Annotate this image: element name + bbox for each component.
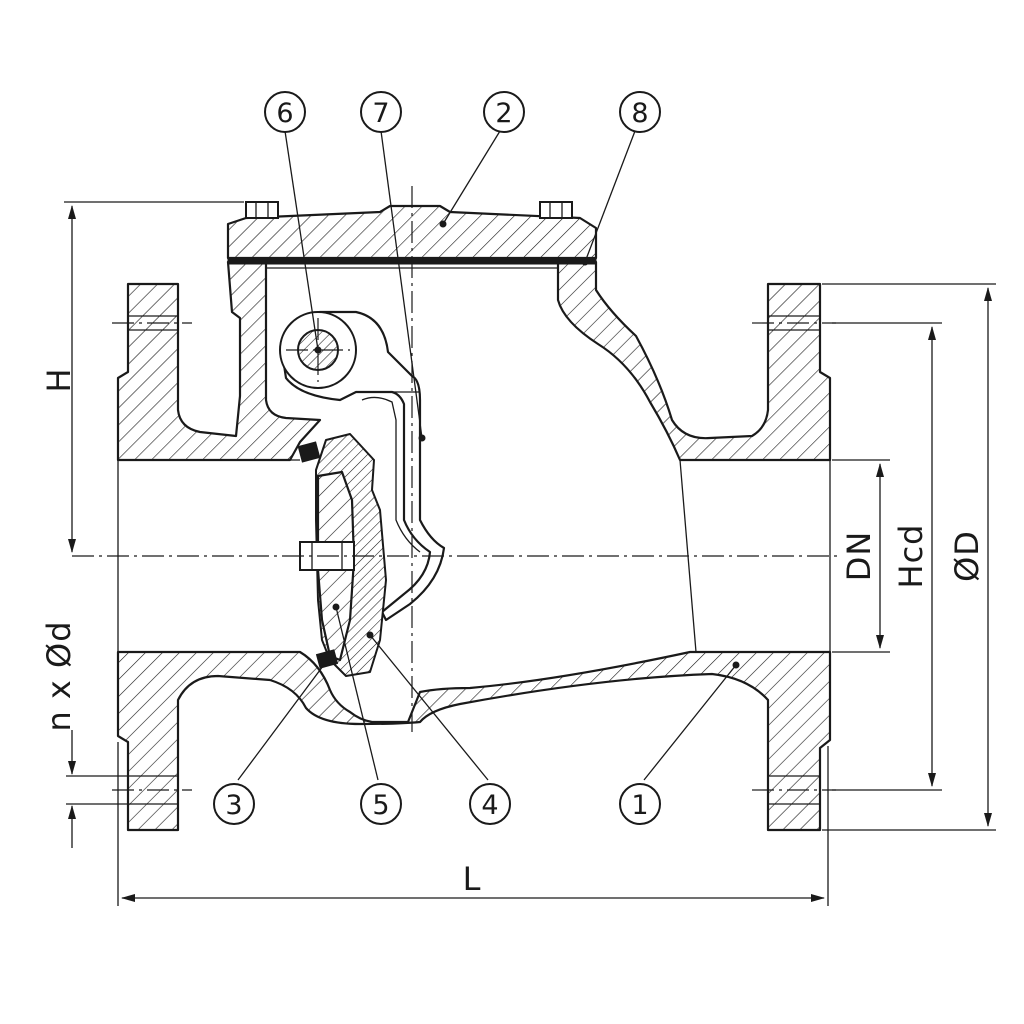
balloon-8-label: 8 (631, 98, 648, 129)
balloon-3: 3 (213, 783, 255, 825)
balloon-7: 7 (360, 91, 402, 133)
seat-ring-top (297, 441, 321, 463)
valve-body (116, 260, 832, 832)
balloon-4-label: 4 (481, 790, 498, 821)
dimension-dn: DN (832, 459, 890, 653)
leader-lines (237, 130, 740, 781)
balloon-5-label: 5 (372, 790, 389, 821)
hinge-assembly (279, 310, 446, 622)
disc-assembly (297, 433, 387, 677)
dimension-flange-diameter: ØD (822, 283, 996, 831)
dimension-l-label: L (463, 860, 482, 898)
hinge-arm-outline (280, 310, 446, 622)
dimension-bolt-holes-label: n x Ød (40, 620, 78, 731)
balloon-4: 4 (469, 783, 511, 825)
body-lower-left-wall (116, 650, 832, 832)
dimension-bolt-holes: n x Ød (40, 620, 128, 848)
balloon-1: 1 (619, 783, 661, 825)
balloon-3-label: 3 (225, 790, 242, 821)
balloon-8: 8 (619, 91, 661, 133)
dimension-hcd-label: Hcd (892, 524, 930, 589)
balloon-6: 6 (264, 91, 306, 133)
dimension-flange-diameter-label: ØD (948, 530, 986, 582)
dimension-dn-label: DN (840, 531, 878, 582)
balloon-6-label: 6 (276, 98, 293, 129)
cover-bolts (245, 201, 573, 219)
dimension-l: L (117, 742, 829, 906)
body-upper-right-wall (556, 260, 832, 462)
dimension-h-label: H (40, 367, 78, 392)
balloon-2: 2 (483, 91, 525, 133)
balloon-1-label: 1 (631, 790, 648, 821)
flange-bolt-holes (112, 315, 836, 805)
balloon-5: 5 (360, 783, 402, 825)
dimension-hcd: Hcd (832, 322, 942, 791)
balloon-7-label: 7 (372, 98, 389, 129)
balloon-2-label: 2 (495, 98, 512, 129)
dimension-h: H (40, 201, 244, 553)
